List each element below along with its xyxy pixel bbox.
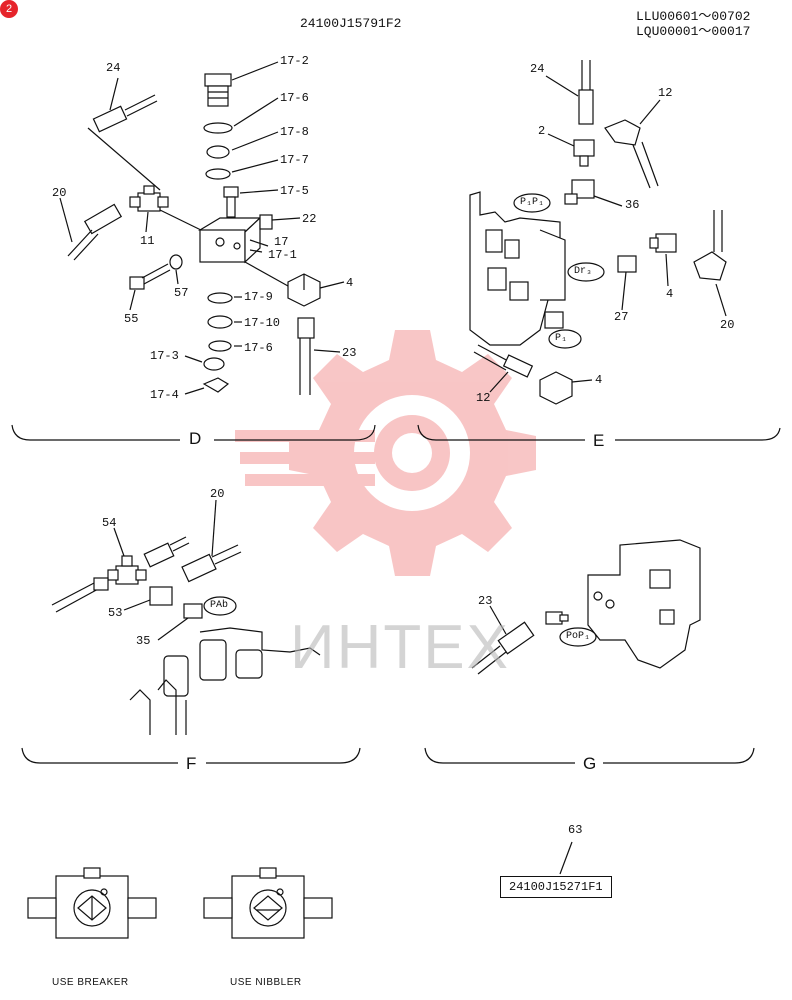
label-4-d: 4 xyxy=(346,276,354,290)
label-24-d: 24 xyxy=(106,61,121,75)
label-27-e: 27 xyxy=(614,310,629,324)
label-17-9: 17-9 xyxy=(244,290,273,304)
fitting-2 xyxy=(573,139,595,167)
label-17-1: 17-1 xyxy=(268,248,297,262)
label-20-e: 20 xyxy=(720,318,735,332)
tag-pp-e-text: P₁P₁ xyxy=(520,197,545,208)
selector-valve-breaker xyxy=(27,867,157,939)
caption-use-breaker: USE BREAKER xyxy=(52,977,129,988)
oring-17-6b xyxy=(208,340,232,352)
selector-valve-nibbler xyxy=(203,867,333,939)
tag-pab-text: PAb xyxy=(210,600,229,611)
tag-pop-text: PoP₁ xyxy=(566,631,591,642)
label-17-3: 17-3 xyxy=(150,349,179,363)
label-23-g: 23 xyxy=(478,594,493,608)
label-23-d: 23 xyxy=(342,346,357,360)
fitting-24-d xyxy=(92,94,158,133)
tag-pop xyxy=(559,627,597,647)
oring-17-6a xyxy=(203,122,233,134)
hose-20-f xyxy=(181,544,242,583)
oring-17-7 xyxy=(205,168,231,180)
ring-17-8 xyxy=(206,145,230,159)
label-2-e: 2 xyxy=(538,124,546,138)
label-55-d: 55 xyxy=(124,312,139,326)
tag-dr-e-text: Dr₃ xyxy=(574,266,593,277)
tag-dr-e xyxy=(567,262,605,282)
section-label-d: D xyxy=(189,429,202,448)
label-22-d: 22 xyxy=(302,212,317,226)
hose-12-e-bottom xyxy=(473,344,534,378)
caption-use-nibbler: USE NIBBLER xyxy=(230,977,302,988)
tag-pab xyxy=(203,596,237,616)
tee-54 xyxy=(107,555,147,585)
ring-17-10 xyxy=(207,315,233,329)
plug-17-2 xyxy=(204,73,232,107)
section-label-f: F xyxy=(186,754,197,773)
label-11-d: 11 xyxy=(140,234,155,248)
ring-17-3 xyxy=(203,357,225,371)
label-17-5: 17-5 xyxy=(280,184,309,198)
label-36-e: 36 xyxy=(625,198,640,212)
hose-20-e xyxy=(693,210,727,281)
label-17-2: 17-2 xyxy=(280,54,309,68)
header-serial-range-1: LLU00601～00702 xyxy=(636,9,751,24)
watermark-text: ИНТЕХ xyxy=(290,613,510,682)
label-4-e-lower: 4 xyxy=(595,373,603,387)
oring-17-9 xyxy=(207,292,233,304)
plug-f xyxy=(143,536,190,568)
label-20-f: 20 xyxy=(210,487,225,501)
clip-17-4 xyxy=(202,377,230,393)
label-24-e: 24 xyxy=(530,62,545,76)
hose-12-e-top xyxy=(604,119,659,189)
plug-22 xyxy=(259,214,273,230)
label-12-e-top: 12 xyxy=(658,86,673,100)
header-part-number: 24100J15791F2 xyxy=(300,16,402,31)
label-17: 17 xyxy=(274,235,289,249)
page-badge: 2 xyxy=(0,0,18,18)
label-12-e-bottom: 12 xyxy=(476,391,491,405)
tag-pp-e xyxy=(513,193,551,213)
hose-20-d xyxy=(67,203,123,261)
connector-35 xyxy=(183,603,203,619)
tee-11 xyxy=(129,185,169,212)
label-63: 63 xyxy=(568,823,583,837)
nipple-g xyxy=(545,611,569,625)
label-17-4: 17-4 xyxy=(150,388,179,402)
label-53-f: 53 xyxy=(108,606,123,620)
label-35-f: 35 xyxy=(136,634,151,648)
watermark-gear-icon xyxy=(235,330,536,576)
label-57-d: 57 xyxy=(174,286,189,300)
section-label-e: E xyxy=(593,431,605,450)
block-17 xyxy=(197,216,262,264)
header-serial-range-2: LQU00001～00017 xyxy=(636,24,751,39)
label-17-6b: 17-6 xyxy=(244,341,273,355)
fitting-53 xyxy=(149,586,173,606)
tag-p-e xyxy=(548,329,582,349)
control-valve-g xyxy=(587,539,701,669)
bolt-55 xyxy=(129,263,171,290)
connector-27 xyxy=(617,255,637,273)
elbow-4-d xyxy=(287,273,321,307)
control-valve-f xyxy=(129,627,321,735)
plate-63-number: 24100J15271F1 xyxy=(500,876,612,898)
label-17-6a: 17-6 xyxy=(280,91,309,105)
label-20-d: 20 xyxy=(52,186,67,200)
hose-23-d xyxy=(297,317,315,395)
label-54-f: 54 xyxy=(102,516,117,530)
washer-57 xyxy=(169,254,183,270)
control-valve-body-e xyxy=(469,191,566,346)
tee-4-e-upper xyxy=(649,233,677,253)
section-label-g: G xyxy=(583,754,597,773)
label-17-8: 17-8 xyxy=(280,125,309,139)
elbow-36 xyxy=(564,179,595,205)
tag-p-e-text: P₁ xyxy=(555,333,568,344)
label-17-7: 17-7 xyxy=(280,153,309,167)
hose-23-g xyxy=(471,621,535,675)
hose-24-e xyxy=(578,60,594,125)
label-17-10: 17-10 xyxy=(244,316,281,330)
elbow-4-e-lower xyxy=(539,371,573,405)
bolt-17-5 xyxy=(223,186,239,218)
label-4-e-upper: 4 xyxy=(666,287,674,301)
